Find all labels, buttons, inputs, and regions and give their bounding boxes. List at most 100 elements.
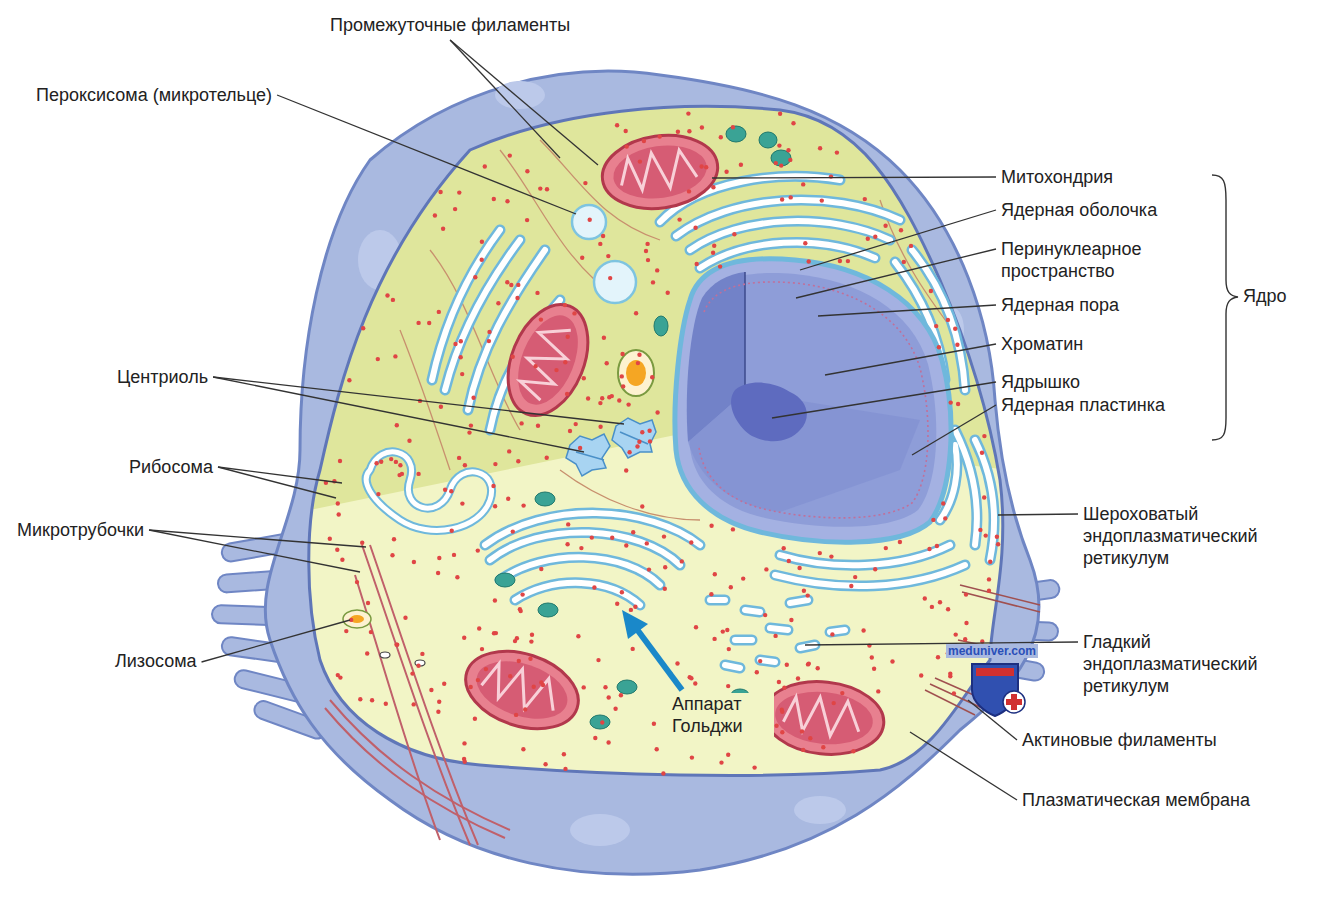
ribosome-dot [324, 481, 328, 485]
centriole [566, 418, 656, 476]
ribosome-dot [476, 548, 480, 552]
ribosome-dot [638, 159, 642, 163]
ribosome-dot [626, 402, 630, 406]
ribosome-dot [640, 430, 644, 434]
ribosome-dot [956, 402, 960, 406]
ribosome-dot [392, 537, 396, 541]
ribosome-dot [516, 459, 520, 463]
ribosome-dot [390, 553, 394, 557]
ribosome-dot [543, 762, 547, 766]
ribosome-dot [709, 592, 713, 596]
ribosome-dot [863, 197, 867, 201]
ribosome-dot [516, 283, 520, 287]
ribosome-dot [506, 497, 510, 501]
ribosome-dot [780, 730, 784, 734]
ribosome-dot [832, 701, 836, 705]
ribosome-dot [806, 662, 810, 666]
ribosome-dot [694, 625, 698, 629]
ribosome-dot [988, 560, 992, 564]
ribosome-dot [719, 760, 723, 764]
ribosome-dot [457, 190, 461, 194]
ribosome-dot [615, 123, 619, 127]
ribosome-dot [545, 187, 549, 191]
mitochondrion [598, 128, 723, 215]
ribosome-dot [514, 713, 518, 717]
ribosome-dot [739, 163, 743, 167]
ribosome-dot [437, 310, 441, 314]
ribosome-dot [755, 670, 759, 674]
ribosome-dot [786, 148, 790, 152]
ribosome-dot [494, 631, 498, 635]
ribosome-dot [397, 473, 401, 477]
ribosome-dot [592, 585, 596, 589]
ribosome-dot [949, 400, 953, 404]
peroxisome [572, 205, 636, 303]
ribosome-dot [395, 423, 399, 427]
ribosome-dot [637, 440, 641, 444]
ribosome-dot [335, 548, 339, 552]
ribosome-dot [764, 567, 768, 571]
callout-label: Хроматин [1001, 333, 1083, 355]
ribosome-dot [687, 189, 691, 193]
ribosome-dot [493, 504, 497, 508]
ribosome-dot [533, 364, 537, 368]
callout-label: Ядерная оболочка [1001, 199, 1157, 221]
callout-label: Пероксисома (микротельце) [36, 84, 272, 106]
ribosome-dot [606, 254, 610, 258]
ribosome-dot [457, 456, 461, 460]
ribosome-dot [867, 643, 871, 647]
ribosome-dot [627, 450, 631, 454]
ribosome-dot [429, 688, 433, 692]
ribosome-dot [785, 663, 789, 667]
actin-filaments [925, 585, 1040, 715]
ribosome-dot [530, 633, 534, 637]
ribosome-dot [438, 190, 442, 194]
ribosome-dot [700, 125, 704, 129]
ribosome-dot [473, 275, 477, 279]
ribosome-dot [515, 296, 519, 300]
ribosome-dot [617, 398, 621, 402]
ribosome-dot [398, 463, 402, 467]
ribosome-dot [655, 268, 659, 272]
ribosome-dot [565, 392, 569, 396]
ribosome-dot [840, 691, 844, 695]
secretory-vesicle [618, 350, 654, 396]
ribosome-dot [727, 647, 731, 651]
ribosome-dot [802, 589, 806, 593]
ribosome-dot [523, 707, 527, 711]
ribosome-dot [711, 185, 715, 189]
ribosome-dot [358, 697, 362, 701]
ribosome-dot [789, 195, 793, 199]
mitochondrion [456, 638, 589, 742]
er-lumen [432, 176, 994, 668]
ribosome-dot [652, 722, 656, 726]
ribosome-dot [873, 235, 877, 239]
ribosome-dot [646, 258, 650, 262]
ribosome-dot [778, 112, 782, 116]
ribosome-dot [508, 153, 512, 157]
ribosome-dot [686, 111, 690, 115]
ribosome-dot [344, 629, 348, 633]
ribosome-dot [644, 249, 648, 253]
leader-line [800, 210, 996, 270]
leader-line [772, 382, 996, 418]
ribosome-dot [389, 457, 393, 461]
ribosome-dot [782, 546, 786, 550]
ribosome-dot [870, 655, 874, 659]
ribosome-dot [937, 345, 941, 349]
ribosome-dot [360, 541, 364, 545]
ribosome-dot [773, 634, 777, 638]
callout-label: Центриоль [117, 366, 208, 388]
ribosome-dot [633, 605, 637, 609]
ribosome-dot [598, 425, 602, 429]
ribosome-dot [416, 472, 420, 476]
convoluted-tubules [366, 452, 491, 531]
callout-label: Ядерная пора [1001, 294, 1119, 316]
nucleus-envelope [675, 259, 951, 542]
ribosome-dot [467, 430, 471, 434]
ribosome-dot [563, 303, 567, 307]
nucleus-cut-edge [744, 272, 746, 392]
ribosome-dot [884, 546, 888, 550]
ribosome-dot [645, 541, 649, 545]
ribosome-dot [984, 533, 988, 537]
